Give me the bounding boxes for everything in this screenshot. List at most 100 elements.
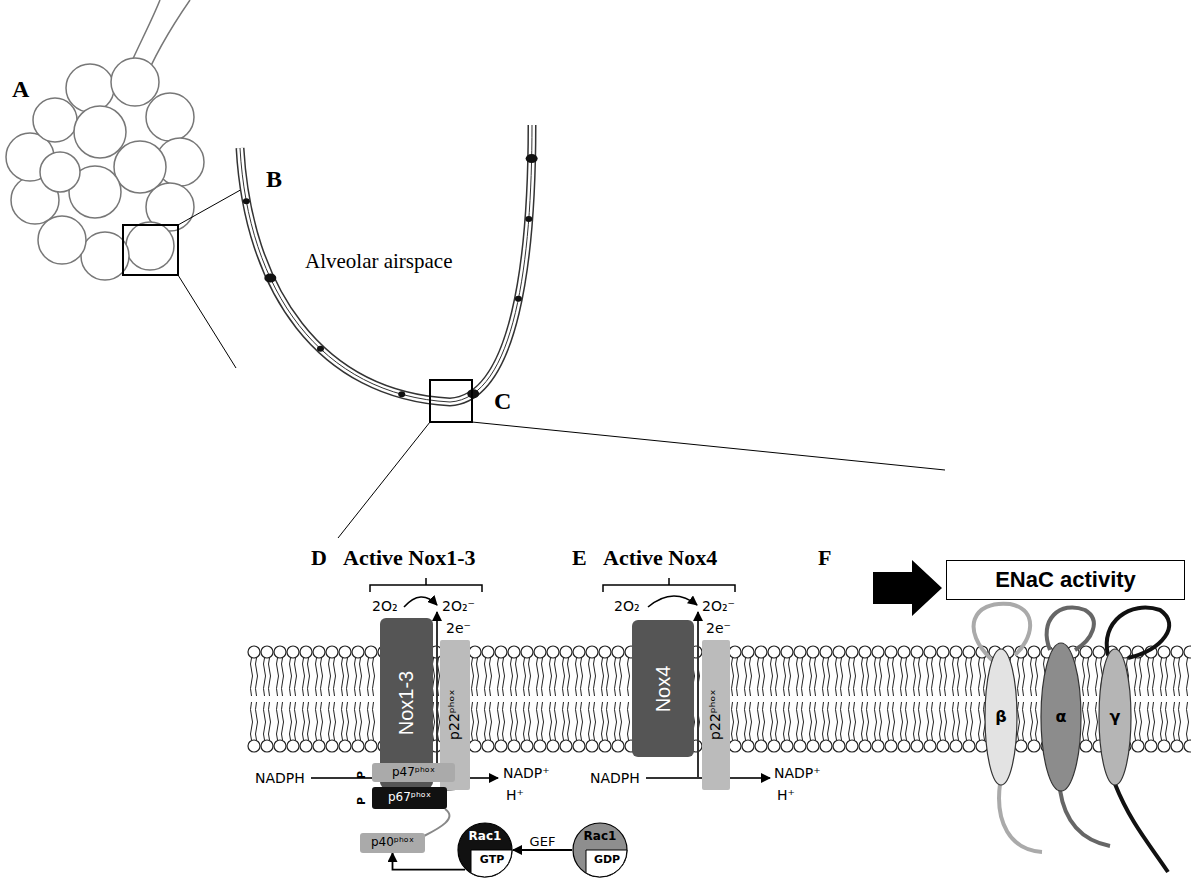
lipid-head [599,646,611,658]
linker [424,809,449,836]
lipid-head [924,646,936,658]
zoom-line [178,275,236,368]
lipid-tail [537,658,544,696]
lipid-tail [797,658,804,696]
node-label: ENaC activity [995,568,1136,592]
lipid-tail [1083,702,1090,740]
chemical-label: H⁺ [506,788,524,803]
lipid-head [820,646,832,658]
label-anchor: NADP⁺ [774,764,821,782]
alveolus-lobe [40,152,80,192]
protein-label: GTP [464,853,520,867]
lipid-tail [1148,702,1155,740]
alveolus-lobe [126,222,174,270]
lipid-tail [927,702,934,740]
lipid-head [521,740,533,752]
lipid-head [1028,740,1040,752]
lipid-head [768,740,780,752]
lipid-tail [589,658,596,696]
lipid-head [885,740,897,752]
lipid-tail [615,702,622,740]
connector-arrow [513,849,572,851]
rac1-gtp: Rac1GTP [457,822,513,878]
alveolus-lobe [33,98,77,142]
lipid-head [1015,740,1027,752]
lipid-head [833,646,845,658]
lipid-head [326,740,338,752]
label-anchor: B [266,166,282,192]
lipid-tail [771,702,778,740]
lipid-tail [368,702,375,740]
alveolus-lobe [114,141,166,193]
alveolar-sac [6,0,204,280]
lipid-tail [550,702,557,740]
chemical-label: 2e⁻ [446,621,471,636]
lipid-tail [589,702,596,740]
lipid-tail [784,702,791,740]
cell-nuclei [243,154,538,398]
lipid-tail [966,702,973,740]
lipid-tail [264,658,271,696]
lipid-tail [1161,658,1168,696]
enac-tail [1115,784,1168,872]
lipid-tail [797,702,804,740]
lipid-head [248,740,260,752]
lipid-head [521,646,533,658]
lipid-head [729,646,741,658]
lipid-head [950,646,962,658]
lipid-tail [758,658,765,696]
lipid-tail [316,658,323,696]
lipid-tail [251,702,258,740]
alveolus-lobe [146,93,194,141]
lipid-head [924,740,936,752]
label-anchor: D [311,546,327,570]
lipid-head [274,740,286,752]
lipid-tail [342,658,349,696]
label-anchor: H⁺ [777,786,795,804]
lipid-tail [264,702,271,740]
lipid-head [937,740,949,752]
electron-arrow [436,612,438,778]
alveolus-lobe [66,64,114,112]
label-anchor: 2O₂⁻ [442,597,475,615]
lipid-head [820,740,832,752]
lipid-head [547,646,559,658]
lipid-tail [914,702,921,740]
wall-core [240,125,532,402]
lipid-head [586,740,598,752]
lipid-tail [563,658,570,696]
lipid-tail [901,658,908,696]
node-label: Nox4 [652,665,674,712]
lipid-head [274,646,286,658]
lipid-tail [953,702,960,740]
lipid-tail [251,658,258,696]
lipid-tail [927,658,934,696]
lipid-head [300,740,312,752]
enac-loop [1047,607,1094,650]
lipid-tail [342,702,349,740]
lipid-tail [823,702,830,740]
chemical-label: 2O₂ [614,599,640,614]
lipid-tail [953,658,960,696]
lipid-head [950,740,962,752]
activity-box: ENaC activity [946,560,1185,600]
lipid-tail [966,658,973,696]
lipid-head [768,646,780,658]
region-label: Alveolar airspace [305,250,453,273]
lipid-tail [1174,702,1181,740]
lipid-tail [810,658,817,696]
lipid-head [560,740,572,752]
lipid-head [742,740,754,752]
lipid-tail [355,702,362,740]
lipid-head [846,646,858,658]
lipid-head [300,646,312,658]
node-label: α [1056,708,1067,726]
zoom-line [338,422,430,538]
lipid-head [1158,646,1170,658]
lipid-tail [862,658,869,696]
panel-letter: A [12,76,29,102]
nox-enzyme: Nox4 [632,620,694,757]
label-anchor: NADP⁺ [503,764,550,782]
label-anchor: 2e⁻ [446,619,471,637]
lipid-head [573,646,585,658]
